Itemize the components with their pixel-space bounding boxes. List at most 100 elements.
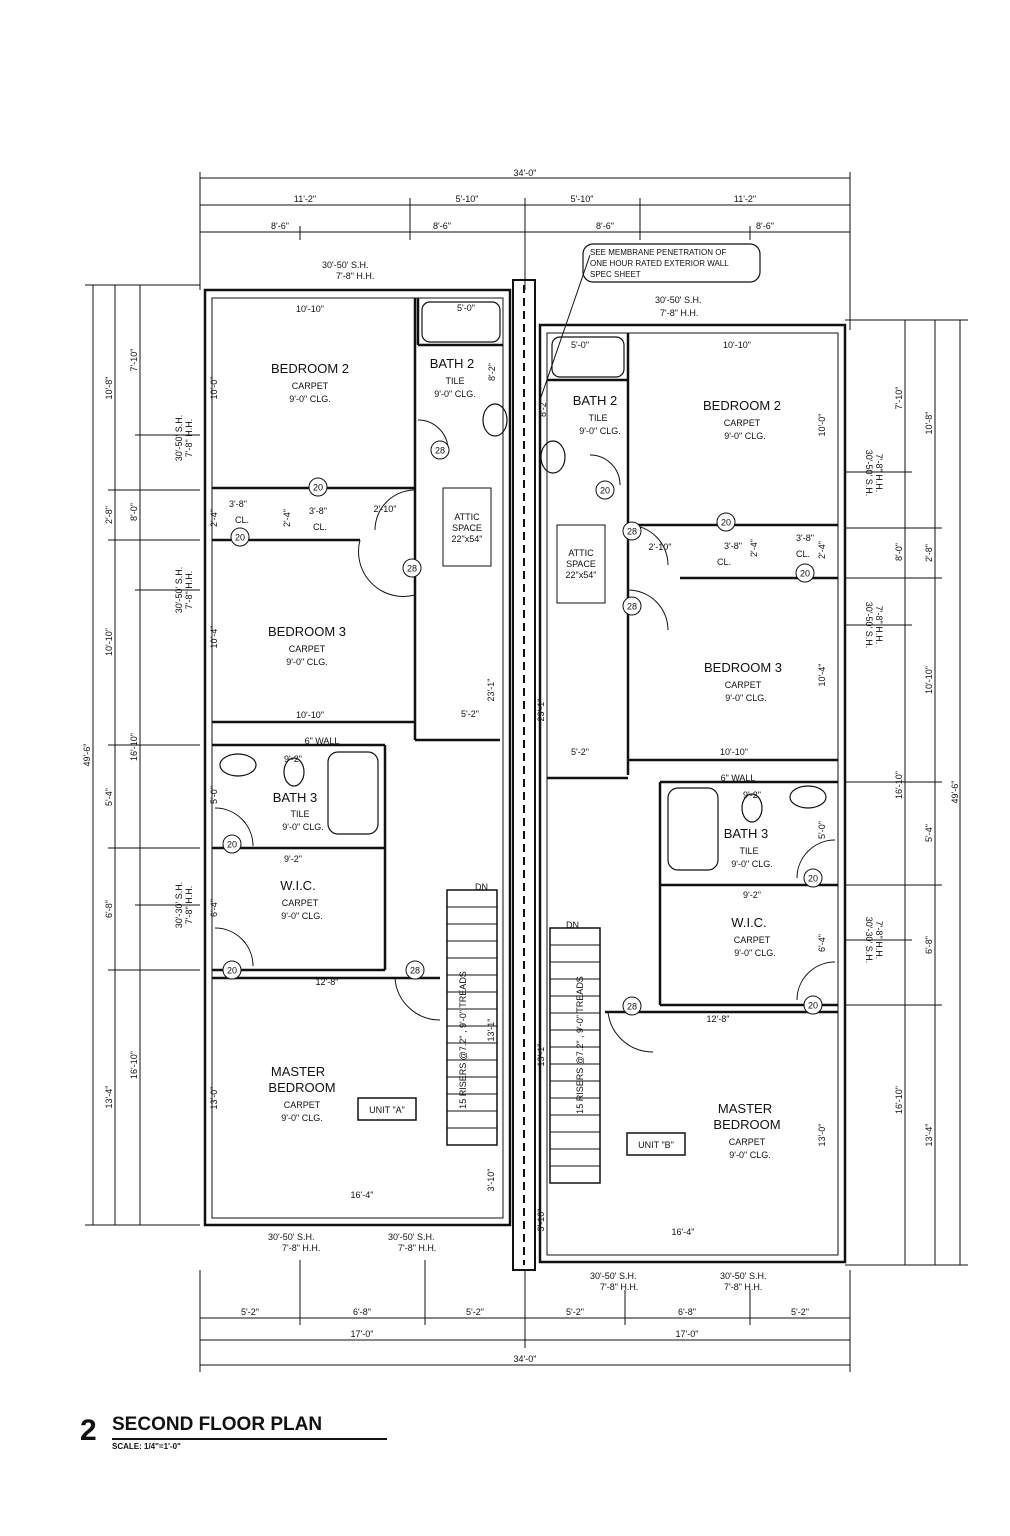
- unit-a-tub-bath3: [327, 751, 379, 835]
- door-tag-number: 20: [235, 533, 245, 543]
- unit-a-sink-bath3: [219, 753, 257, 777]
- unit-a-closet1-height: 2'-4": [209, 509, 219, 527]
- unit-a-bath3-clg: 9'-0" CLG.: [282, 822, 323, 832]
- unit-a-master-name: MASTER: [271, 1064, 325, 1079]
- unit-b-hall-width: 2'-10": [649, 542, 672, 552]
- unit-b-bath2-floor: TILE: [588, 413, 607, 423]
- drawing-scale: SCALE: 1/4"=1'-0": [112, 1442, 181, 1451]
- dim-bot-3: 5'-2": [466, 1307, 484, 1317]
- unit-a-stair-dn: DN: [475, 882, 488, 892]
- unit-a-master-name2: BEDROOM: [268, 1080, 335, 1095]
- unit-b-stair-landing: 3'-10": [536, 1209, 546, 1232]
- unit-b-hall-5-2: 5'-2": [571, 747, 589, 757]
- dim-left-b3: 16'-10": [129, 733, 139, 761]
- door-tag-circle: [402, 558, 422, 578]
- dim-bot-4: 5'-2": [566, 1307, 584, 1317]
- unit-a-bedroom2-clg: 9'-0" CLG.: [289, 394, 330, 404]
- door-tag-number: 20: [227, 966, 237, 976]
- dim-right-total: 49'-6": [950, 781, 960, 804]
- door-tag-number: 20: [721, 518, 731, 528]
- dim-bot-6: 5'-2": [791, 1307, 809, 1317]
- window-b-wic-side-sh: 30'-30' S.H.: [864, 917, 874, 963]
- unit-a-label-box: [357, 1097, 417, 1121]
- door-tag-circle: [222, 834, 242, 854]
- dim-left-3: 10'-10": [104, 628, 114, 656]
- window-a-master-2-hh: 7'-8" H.H.: [398, 1243, 436, 1253]
- unit-b-master-floor: CARPET: [729, 1137, 766, 1147]
- dim-top-e: 8'-6": [271, 221, 289, 231]
- unit-b-bathtub-bath2: [551, 336, 625, 378]
- unit-a-bath2-width: 5'-0": [457, 303, 475, 313]
- unit-b-toilet-bath3: [741, 793, 763, 823]
- unit-b-door-wic: [796, 961, 836, 1001]
- window-b-bed2-top-hh: 7'-8" H.H.: [660, 308, 698, 318]
- door-tag-number: 20: [227, 840, 237, 850]
- unit-a-master-width: 12'-8": [316, 977, 339, 987]
- door-tag-number: 28: [627, 602, 637, 612]
- dim-top-total: 34'-0": [514, 168, 537, 178]
- window-b-bed3-side-sh: 30'-50' S.H.: [864, 602, 874, 648]
- unit-a-wic-name: W.I.C.: [280, 878, 315, 893]
- unit-b-wic-floor: CARPET: [734, 935, 771, 945]
- unit-b-bath3-floor: TILE: [739, 846, 758, 856]
- unit-a-stair-run: 13'-1": [486, 1019, 496, 1042]
- dim-right-b2: 8'-0": [894, 543, 904, 561]
- window-b-wic-side-hh: 7'-8" H.H.: [874, 921, 884, 959]
- dim-left-b1: 7'-10": [129, 349, 139, 372]
- door-tag-circle: [795, 563, 815, 583]
- door-tag-number: 28: [435, 446, 445, 456]
- window-a-bed2-top-sh: 30'-50' S.H.: [322, 260, 368, 270]
- unit-a-hall-width: 2'-10": [374, 504, 397, 514]
- note-line-2: ONE HOUR RATED EXTERIOR WALL: [590, 259, 729, 268]
- door-tag-circle: [595, 480, 615, 500]
- unit-b-door-master: [607, 1011, 654, 1053]
- unit-b-closet1-height: 2'-4": [749, 539, 759, 557]
- door-tag-circle: [308, 477, 328, 497]
- door-tag-circle: [405, 960, 425, 980]
- dim-top-b: 5'-10": [456, 194, 479, 204]
- dim-right-2: 2'-8": [924, 544, 934, 562]
- window-b-bed2-top-sh: 30'-50' S.H.: [655, 295, 701, 305]
- dim-bot-half-b: 17'-0": [676, 1329, 699, 1339]
- door-tag-number: 20: [808, 874, 818, 884]
- unit-b-stair: [549, 927, 601, 1184]
- unit-b-hall-length: 23'-1": [536, 699, 546, 722]
- unit-b-master-name: MASTER: [718, 1101, 772, 1116]
- unit-b-walls: [538, 323, 847, 1264]
- door-tag-circle: [622, 521, 642, 541]
- unit-a-stair-landing: 3'-10": [486, 1169, 496, 1192]
- unit-a-toilet-bath2: [482, 403, 508, 437]
- unit-b-bedroom2-floor: CARPET: [724, 418, 761, 428]
- note-callout: [582, 243, 761, 283]
- unit-a-bedroom3-floor: CARPET: [289, 644, 326, 654]
- unit-b-door-bed3: [627, 589, 669, 631]
- unit-b-bath2-height: 8'-2": [538, 399, 548, 417]
- unit-b-bath3-width: 9'-2": [743, 790, 761, 800]
- window-a-wic-side-hh: 7'-8" H.H.: [184, 886, 194, 924]
- window-a-master-1-hh: 7'-8" H.H.: [282, 1243, 320, 1253]
- unit-b-bath2-clg: 9'-0" CLG.: [579, 426, 620, 436]
- window-b-master-2-hh: 7'-8" H.H.: [724, 1282, 762, 1292]
- unit-a-door-hall: [374, 489, 416, 531]
- window-a-bed2-side-hh: 7'-8" H.H.: [184, 419, 194, 457]
- unit-a-attic-name: ATTIC: [454, 512, 480, 522]
- unit-a-bedroom3-height: 10'-4": [209, 626, 219, 649]
- unit-b-master-width2: 16'-4": [672, 1227, 695, 1237]
- dim-bot-2: 6'-8": [353, 1307, 371, 1317]
- door-tag-number: 28: [627, 527, 637, 537]
- unit-b-sink-bath3: [789, 785, 827, 809]
- unit-a-master-floor: CARPET: [284, 1100, 321, 1110]
- dim-left-b4: 16'-10": [129, 1051, 139, 1079]
- door-tag-number: 20: [808, 1001, 818, 1011]
- door-tag-circle: [803, 995, 823, 1015]
- unit-a-bedroom3-clg: 9'-0" CLG.: [286, 657, 327, 667]
- unit-b-master-height: 13'-0": [817, 1124, 827, 1147]
- dim-top-f: 8'-6": [433, 221, 451, 231]
- dim-right-b1: 7'-10": [894, 387, 904, 410]
- unit-a-hall-5-2: 5'-2": [461, 709, 479, 719]
- unit-b-door-bath3: [796, 839, 836, 879]
- window-a-bed3-side-hh: 7'-8" H.H.: [184, 571, 194, 609]
- unit-a-bedroom2-height: 10'-0": [209, 377, 219, 400]
- dim-left-b2: 8'-0": [129, 503, 139, 521]
